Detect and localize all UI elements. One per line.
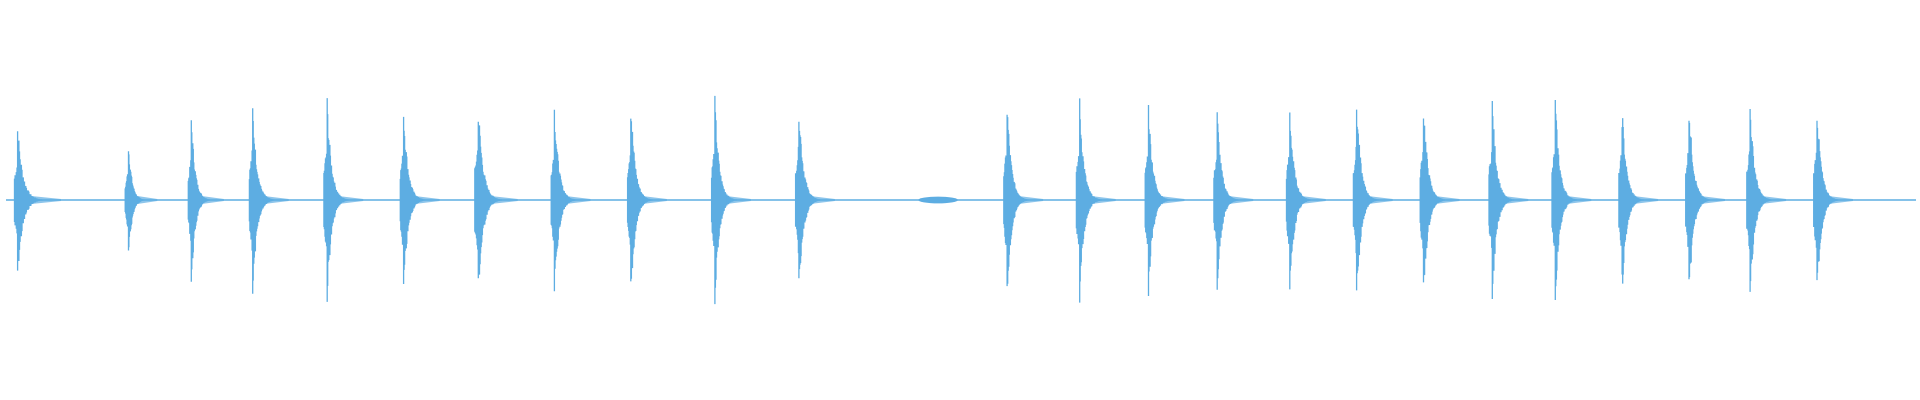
transient-7-tail <box>490 196 518 204</box>
transient-20 <box>1551 100 1592 300</box>
transient-1-tail <box>31 196 61 204</box>
transient-15-tail <box>1228 196 1254 204</box>
transient-2-tail <box>137 196 158 204</box>
waveform-small-blip <box>918 196 959 204</box>
transient-13 <box>1075 98 1116 303</box>
transient-20-tail <box>1566 196 1592 204</box>
transient-2 <box>124 151 158 251</box>
transient-24-tail <box>1828 196 1853 204</box>
transient-21 <box>1618 118 1659 284</box>
transient-13-tail <box>1090 196 1116 204</box>
transient-18 <box>1419 118 1460 283</box>
transient-23-tail <box>1761 196 1787 204</box>
transient-16-tail <box>1301 196 1326 204</box>
transient-1 <box>13 131 61 271</box>
transient-22-tail <box>1700 196 1725 204</box>
transient-5-tail <box>338 196 364 204</box>
transient-5 <box>323 98 364 302</box>
transient-11-tail <box>810 196 835 204</box>
transient-17 <box>1352 109 1393 291</box>
transient-19 <box>1488 101 1529 299</box>
transient-7 <box>474 121 518 279</box>
transient-12 <box>1003 114 1044 287</box>
transient-8 <box>550 109 591 292</box>
transient-3 <box>187 120 224 282</box>
transient-24 <box>1813 120 1853 281</box>
transient-19-tail <box>1503 196 1529 204</box>
transient-11 <box>794 121 835 279</box>
transient-10-tail <box>726 196 751 204</box>
transient-6-tail <box>414 196 440 204</box>
transient-3-tail <box>201 196 224 204</box>
transient-18-tail <box>1434 196 1460 204</box>
transient-14 <box>1144 105 1185 296</box>
transient-16 <box>1285 112 1326 290</box>
transient-21-tail <box>1633 196 1659 204</box>
transient-22 <box>1685 120 1725 280</box>
transient-4 <box>248 108 289 294</box>
transient-23 <box>1746 109 1787 292</box>
transient-4-tail <box>263 196 289 204</box>
transient-8-tail <box>565 196 591 204</box>
transient-12-tail <box>1018 196 1044 204</box>
transient-9-tail <box>642 196 667 204</box>
waveform-transients <box>13 95 1853 305</box>
transient-14-tail <box>1159 196 1185 204</box>
transient-9 <box>626 118 667 282</box>
transient-15 <box>1213 112 1254 290</box>
transient-17-tail <box>1367 196 1393 204</box>
transient-6 <box>399 116 440 284</box>
transient-10 <box>710 95 751 305</box>
